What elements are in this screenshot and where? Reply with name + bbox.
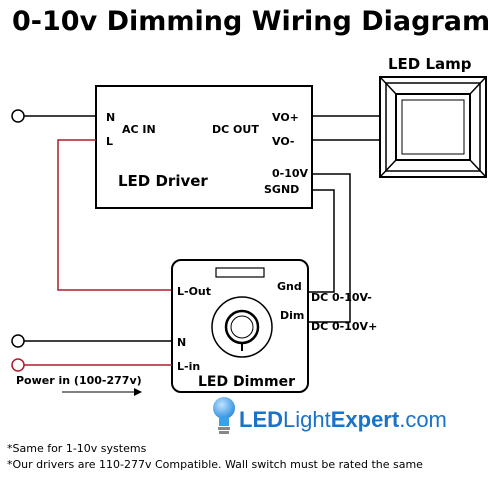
driver-vo-plus-label: VO+ [272, 111, 299, 124]
driver-sgnd-label: SGND [264, 183, 299, 196]
brand-text: LEDLightExpert.com [239, 407, 447, 432]
page-title: 0-10v Dimming Wiring Diagram [12, 6, 490, 37]
dimmer-name: LED Dimmer [198, 374, 295, 390]
dimmer-gnd-label: Gnd [277, 280, 302, 293]
wire-driver-l-to-dimmer [57, 139, 172, 291]
terminal-driver-n [11, 109, 25, 123]
driver-dc-out-label: DC OUT [212, 123, 259, 136]
bulb-icon [213, 397, 235, 434]
note-line-1: *Same for 1-10v systems [7, 442, 147, 455]
led-lamp [379, 76, 487, 178]
driver-vo-minus-label: VO- [272, 135, 294, 148]
note-line-2: *Our drivers are 110-277v Compatible. Wa… [7, 458, 423, 471]
dc-plus-label: DC 0-10V+ [311, 320, 377, 333]
terminal-power-n [11, 334, 25, 348]
lamp-label: LED Lamp [388, 55, 472, 73]
dimmer-n-label: N [177, 336, 186, 349]
driver-name: LED Driver [118, 172, 208, 190]
dimmer-l-in-label: L-in [177, 360, 200, 373]
brand-logo: LEDLightExpert.com [213, 397, 447, 434]
dc-minus-label: DC 0-10V- [311, 291, 372, 304]
driver-dim-label: 0-10V [272, 167, 309, 180]
wire-dim-plus [308, 173, 351, 323]
driver-l-label: L [106, 135, 113, 148]
driver-ac-in-label: AC IN [122, 123, 156, 136]
led-driver-box [95, 85, 313, 209]
dimmer-dim-label: Dim [280, 309, 304, 322]
driver-n-label: N [106, 111, 115, 124]
dimmer-slot [215, 267, 265, 278]
wire-dim-minus [308, 189, 335, 293]
power-in-label: Power in (100-277v) [16, 374, 142, 387]
dimmer-l-out-label: L-Out [177, 285, 211, 298]
terminal-power-l [11, 358, 25, 372]
